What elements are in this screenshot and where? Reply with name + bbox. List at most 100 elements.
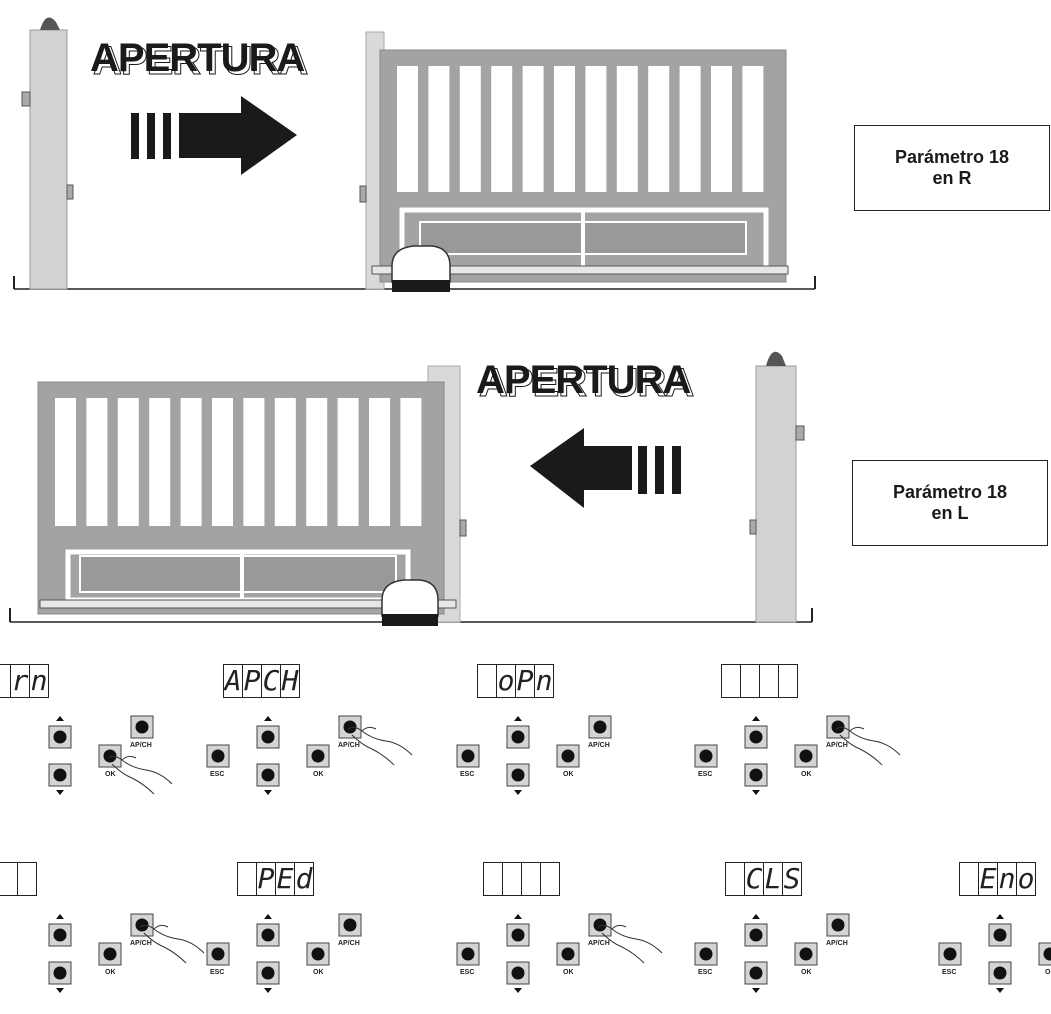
ok-button[interactable] (794, 744, 818, 768)
keypad-buttons (206, 913, 362, 993)
ok-button[interactable] (794, 942, 818, 966)
parameter-note-left: Parámetro 18 en L (852, 460, 1048, 546)
ok-label: OK (1045, 969, 1051, 976)
arrow-down-icon (752, 790, 760, 795)
up-button[interactable] (744, 923, 768, 947)
up-button[interactable] (506, 923, 530, 947)
arrow-down-icon (56, 988, 64, 993)
apch-button[interactable] (826, 913, 850, 937)
esc-button[interactable] (694, 942, 718, 966)
apch-label: AP/CH (338, 940, 360, 947)
up-button[interactable] (506, 725, 530, 749)
esc-label: ESC (460, 969, 475, 976)
display-digit (17, 862, 37, 896)
gate-bar (648, 66, 670, 192)
arrow-up-icon (514, 716, 522, 721)
arrow-down-icon (56, 790, 64, 795)
keypad-panel: EnoESCOKAP/CH (930, 862, 1051, 993)
esc-button[interactable] (456, 744, 480, 768)
ok-label: OK (563, 771, 574, 778)
down-button[interactable] (256, 763, 280, 787)
ok-button[interactable] (98, 744, 122, 768)
apch-button[interactable] (588, 913, 612, 937)
display-digit: n (29, 664, 49, 698)
apch-button[interactable] (130, 715, 154, 739)
ok-button[interactable] (1038, 942, 1051, 966)
down-button[interactable] (48, 763, 72, 787)
esc-button[interactable] (206, 744, 230, 768)
ok-label: OK (313, 969, 324, 976)
down-button[interactable] (506, 763, 530, 787)
apch-button[interactable] (338, 913, 362, 937)
gate-bar (149, 398, 171, 526)
parameter-note-right: Parámetro 18 en R (854, 125, 1050, 211)
display-digit: n (534, 664, 554, 698)
ok-button[interactable] (306, 942, 330, 966)
up-button[interactable] (256, 923, 280, 947)
display-digit: d (294, 862, 314, 896)
esc-button[interactable] (694, 744, 718, 768)
apch-label: AP/CH (588, 742, 610, 749)
esc-label: ESC (942, 969, 957, 976)
apch-button[interactable] (826, 715, 850, 739)
ok-button[interactable] (556, 744, 580, 768)
gate-bar (554, 66, 575, 192)
up-button[interactable] (988, 923, 1012, 947)
up-button[interactable] (744, 725, 768, 749)
esc-label: ESC (698, 969, 713, 976)
apch-button[interactable] (338, 715, 362, 739)
apch-button[interactable] (588, 715, 612, 739)
down-button[interactable] (744, 763, 768, 787)
arrow-down-icon (514, 790, 522, 795)
up-button[interactable] (256, 725, 280, 749)
arrow-up-icon (264, 716, 272, 721)
arrow-up-icon (56, 716, 64, 721)
gate-drawing-right (13, 17, 816, 292)
keypad-buttons (456, 913, 663, 993)
gate-drawing-left (9, 351, 813, 626)
ok-button[interactable] (556, 942, 580, 966)
display-digit: S (782, 862, 802, 896)
gate-bar (585, 66, 607, 192)
gate-bar (86, 398, 108, 526)
esc-button[interactable] (938, 942, 962, 966)
esc-label: ESC (210, 771, 225, 778)
keypad-buttons (48, 715, 173, 795)
down-button[interactable] (48, 961, 72, 985)
gate-bar (397, 66, 418, 192)
up-button[interactable] (48, 923, 72, 947)
gate-bar (428, 66, 450, 192)
down-button[interactable] (744, 961, 768, 985)
ok-label: OK (563, 969, 574, 976)
display-digit (540, 862, 560, 896)
down-button[interactable] (506, 961, 530, 985)
keypad-buttons (206, 715, 413, 795)
ok-label: OK (313, 771, 324, 778)
ok-label: OK (105, 969, 116, 976)
up-button[interactable] (48, 725, 72, 749)
arrow-down-icon (752, 988, 760, 993)
ok-button[interactable] (98, 942, 122, 966)
esc-button[interactable] (456, 942, 480, 966)
down-button[interactable] (256, 961, 280, 985)
ok-button[interactable] (306, 744, 330, 768)
gate-bar (337, 398, 359, 526)
gate-bar (180, 398, 202, 526)
display-digit (778, 664, 798, 698)
keypad-buttons (938, 914, 1051, 993)
apch-button[interactable] (130, 913, 154, 937)
esc-button[interactable] (206, 942, 230, 966)
arrow-down-icon (996, 988, 1004, 993)
down-button[interactable] (988, 961, 1012, 985)
apch-label: AP/CH (130, 742, 152, 749)
arrow-up-icon (56, 914, 64, 919)
pressing-hand-icon (835, 726, 901, 766)
arrow-up-icon (752, 716, 760, 721)
